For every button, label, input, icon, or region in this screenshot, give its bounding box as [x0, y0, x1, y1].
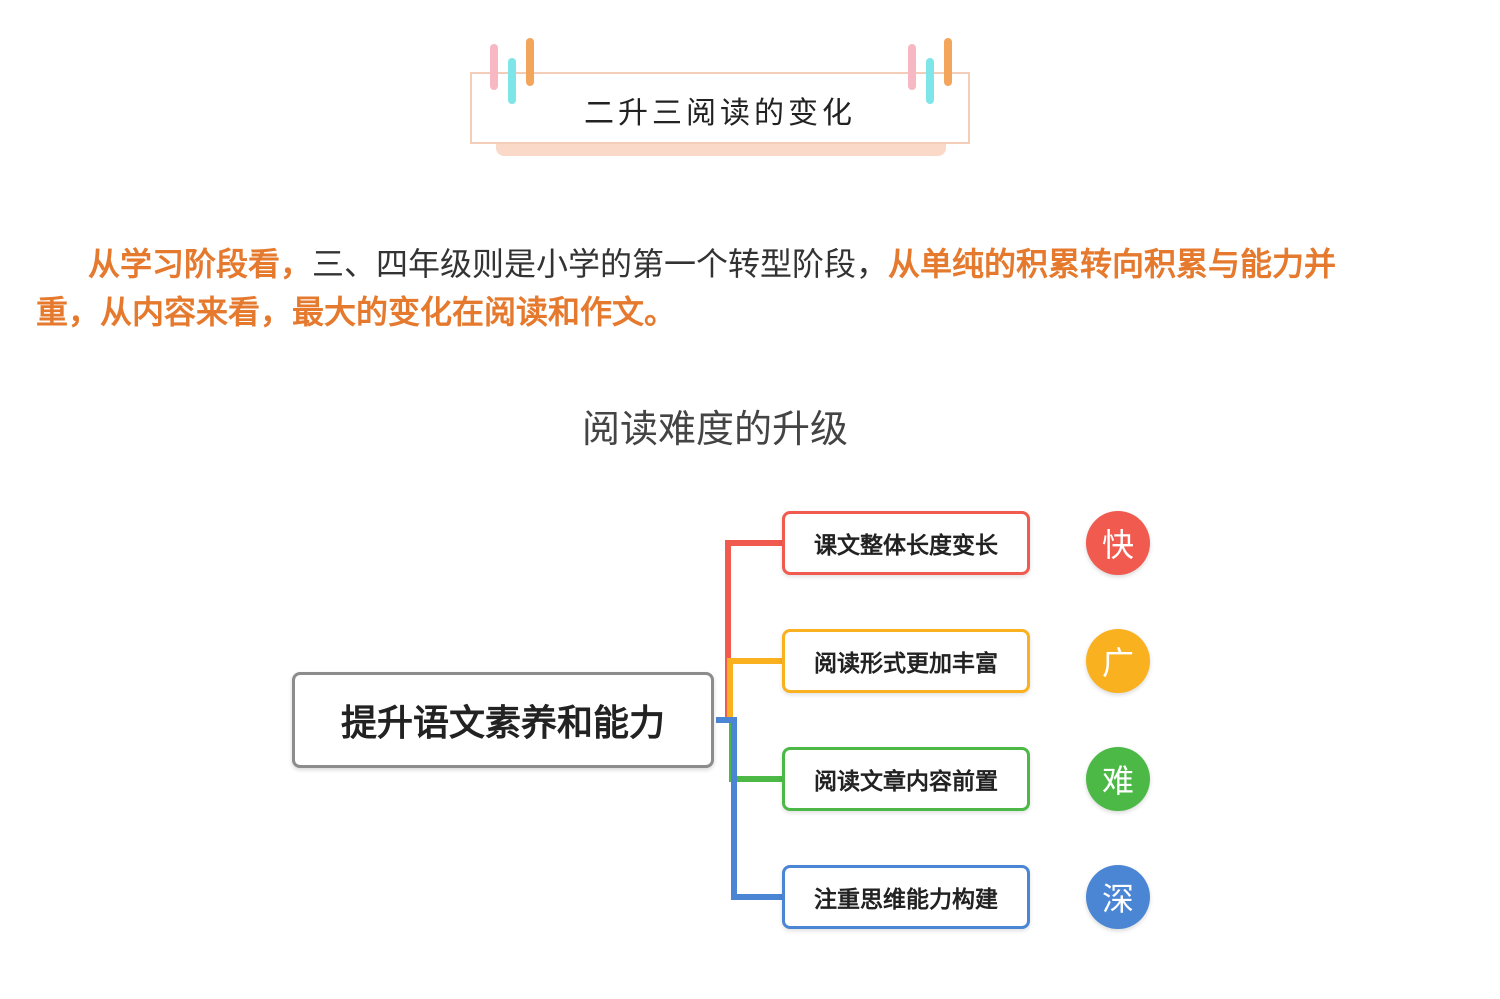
branch-node-2: 阅读形式更加丰富 [782, 629, 1030, 693]
decor-bar-orange-right [944, 38, 952, 86]
diagram-root-node: 提升语文素养和能力 [292, 672, 714, 768]
branch-node-1: 课文整体长度变长 [782, 511, 1030, 575]
branch-node-4: 注重思维能力构建 [782, 865, 1030, 929]
connector-line-4 [716, 717, 782, 900]
decor-bar-cyan-left [508, 58, 516, 104]
intro-paragraph: 从学习阶段看，三、四年级则是小学的第一个转型阶段，从单纯的积累转向积累与能力并重… [36, 240, 1376, 336]
connector-line-1 [716, 540, 782, 723]
paragraph-highlight-1: 从学习阶段看， [88, 245, 313, 283]
title-card-shadow [496, 142, 946, 156]
paragraph-highlight-2: 从单纯的积累转向积累与能力并重，从内容来看，最大的变化在阅读和作文。 [36, 245, 1337, 331]
title-card: 二升三阅读的变化 [470, 72, 970, 144]
branch-node-3: 阅读文章内容前置 [782, 747, 1030, 811]
decor-bar-pink-left [490, 44, 498, 90]
paragraph-plain: 三、四年级则是小学的第一个转型阶段， [312, 245, 889, 283]
badge-hard: 难 [1086, 747, 1150, 811]
section-subtitle: 阅读难度的升级 [581, 407, 848, 451]
badge-wide: 广 [1086, 629, 1150, 693]
decor-bar-orange-left [526, 38, 534, 86]
connector-line-3 [716, 717, 782, 782]
decor-bar-cyan-right [926, 58, 934, 104]
badge-fast: 快 [1086, 511, 1150, 575]
decor-bar-pink-right [908, 44, 916, 90]
page-title: 二升三阅读的变化 [584, 96, 856, 131]
badge-deep: 深 [1086, 865, 1150, 929]
